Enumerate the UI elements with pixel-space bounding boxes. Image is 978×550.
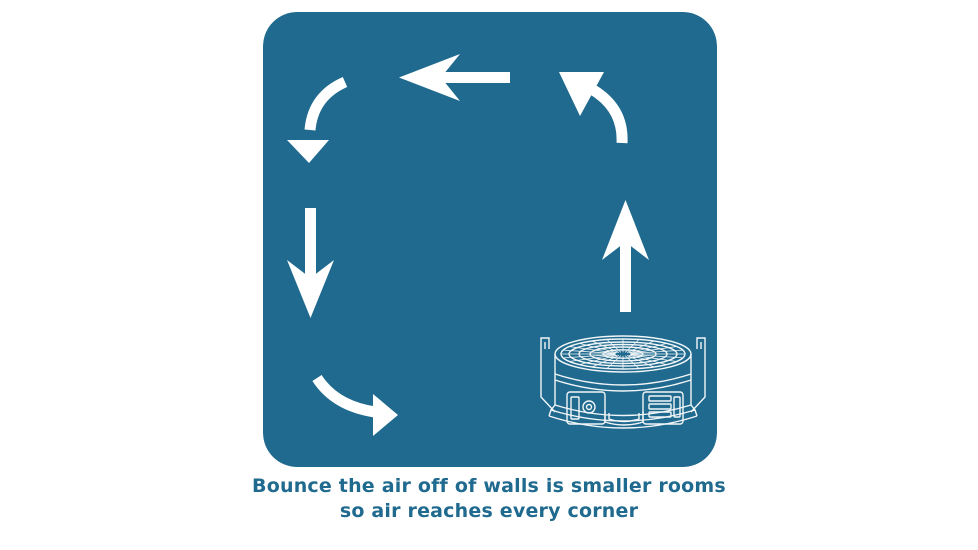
grille-spoke <box>569 346 617 354</box>
air-mover-fan-icon <box>540 335 706 429</box>
grille-spoke <box>630 349 683 354</box>
grille-spoke <box>629 346 677 354</box>
grille-spoke <box>628 343 667 354</box>
grille-spoke <box>591 340 620 353</box>
caption-line-1: Bounce the air off of walls is smaller r… <box>252 475 726 497</box>
arrow-left-icon <box>399 54 510 101</box>
curved-arrow-top-left-icon <box>287 76 348 163</box>
grille-spoke <box>591 355 620 368</box>
grille-spoke <box>579 343 618 354</box>
caption-line-2: so air reaches every corner <box>339 500 639 522</box>
arrow-down-icon <box>287 208 334 318</box>
grille-spoke <box>569 354 617 362</box>
curved-arrow-top-right-icon <box>559 72 628 144</box>
grille-spoke <box>563 354 616 359</box>
arrow-up-icon <box>602 200 649 312</box>
grille-spoke <box>626 340 655 353</box>
grille-spoke <box>629 354 677 362</box>
grille-spoke <box>630 354 683 359</box>
room-panel <box>263 12 717 467</box>
grille-spoke <box>579 354 618 365</box>
diagram-caption: Bounce the air off of walls is smaller r… <box>0 474 978 524</box>
grille-spoke <box>606 339 622 353</box>
grille-spoke <box>624 355 640 369</box>
grille-spoke <box>624 339 640 353</box>
grille-spoke <box>563 349 616 354</box>
room-diagram <box>263 12 717 467</box>
curved-arrow-bottom-left-icon <box>312 374 398 436</box>
grille-spoke <box>626 355 655 368</box>
grille-spoke <box>628 354 667 365</box>
grille-spoke <box>606 355 622 369</box>
